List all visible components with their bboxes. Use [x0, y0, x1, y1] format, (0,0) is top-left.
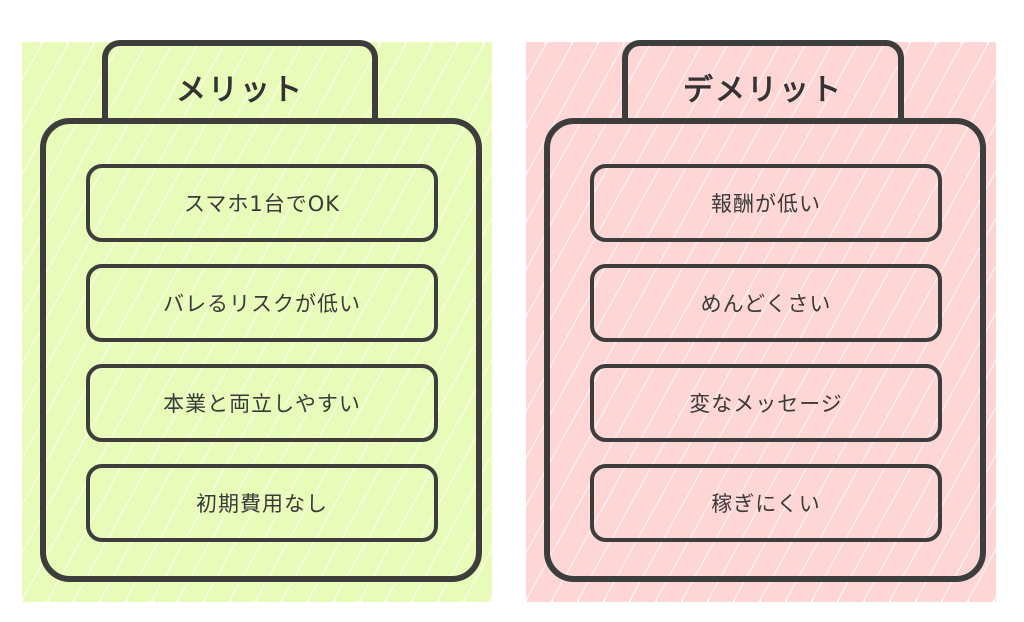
hatch-stroke	[526, 42, 805, 553]
hatch-stroke	[22, 42, 327, 600]
hatch-stroke	[761, 171, 996, 602]
demerit-item: 変なメッセージ	[590, 364, 942, 442]
merit-item: スマホ1台でOK	[86, 164, 438, 242]
merit-item-label: 初期費用なし	[196, 492, 328, 516]
hatch-stroke	[335, 313, 492, 602]
hatch-stroke	[179, 42, 492, 602]
hatch-stroke	[22, 42, 275, 505]
hatch-stroke	[631, 42, 961, 602]
hatch-stroke	[387, 408, 492, 602]
merit-panel: メリット スマホ1台でOK バレるリスクが低い 本業と両立しやすい 初期費用なし	[22, 0, 492, 622]
merit-item-label: スマホ1台でOK	[183, 192, 341, 216]
demerit-box: 報酬が低い めんどくさい 変なメッセージ 稼ぎにくい	[544, 118, 986, 582]
hatch-stroke	[917, 455, 996, 602]
demerit-item-label: 変なメッセージ	[689, 392, 843, 416]
hatch-stroke	[283, 219, 492, 602]
hatch-stroke	[309, 266, 492, 602]
merit-item-label: バレるリスクが低い	[163, 292, 361, 316]
hatch-stroke	[526, 42, 753, 458]
hatch-stroke	[23, 42, 353, 602]
hatch-stroke	[683, 42, 996, 602]
hatch-stroke	[22, 42, 223, 411]
demerit-title: デメリット	[683, 73, 843, 108]
hatch-stroke	[787, 219, 996, 602]
hatch-stroke	[526, 42, 727, 411]
hatch-stroke	[101, 42, 431, 602]
hatch-stroke	[553, 42, 883, 602]
hatch-stroke	[257, 171, 492, 602]
demerit-item: めんどくさい	[590, 264, 942, 342]
hatch-stroke	[813, 266, 996, 602]
hatch-stroke	[891, 408, 996, 602]
merit-title: メリット	[176, 73, 304, 108]
demerit-item: 稼ぎにくい	[590, 464, 942, 542]
demerit-hatch-svg	[526, 42, 996, 602]
merit-tab: メリット	[102, 40, 378, 122]
hatch-stroke	[527, 42, 857, 602]
hatch-stroke	[49, 42, 379, 602]
hatch-stroke	[526, 42, 701, 364]
hatch-stroke	[526, 42, 831, 600]
demerit-item-label: めんどくさい	[700, 292, 832, 316]
merit-item: 初期費用なし	[86, 464, 438, 542]
hatch-stroke	[526, 42, 597, 174]
demerit-tab: デメリット	[622, 40, 904, 122]
hatch-stroke	[657, 42, 987, 602]
merit-item-label: 本業と両立しやすい	[163, 392, 361, 416]
demerit-item-label: 稼ぎにくい	[711, 492, 821, 516]
merit-item: バレるリスクが低い	[86, 264, 438, 342]
hatch-stroke	[22, 42, 171, 316]
hatch-stroke	[361, 360, 492, 602]
hatch-stroke	[839, 313, 996, 602]
merit-item: 本業と両立しやすい	[86, 364, 438, 442]
demerit-hatch-background	[526, 42, 996, 602]
hatch-stroke	[22, 42, 249, 458]
merit-list: スマホ1台でOK バレるリスクが低い 本業と両立しやすい 初期費用なし	[86, 164, 438, 542]
hatch-stroke	[127, 42, 457, 602]
hatch-stroke	[22, 42, 145, 269]
hatch-stroke	[579, 42, 909, 602]
demerit-list: 報酬が低い めんどくさい 変なメッセージ 稼ぎにくい	[590, 164, 942, 542]
hatch-stroke	[526, 42, 779, 505]
hatch-stroke	[413, 455, 492, 602]
hatch-stroke	[75, 42, 405, 602]
hatch-stroke	[526, 42, 675, 316]
hatch-stroke	[22, 42, 93, 174]
demerit-item-label: 報酬が低い	[711, 192, 821, 216]
hatch-stroke	[153, 42, 483, 602]
hatch-stroke	[865, 360, 996, 602]
hatch-stroke	[22, 42, 301, 553]
demerit-panel: デメリット 報酬が低い めんどくさい 変なメッセージ 稼ぎにくい	[526, 0, 996, 622]
hatch-stroke	[526, 42, 649, 269]
hatch-stroke	[735, 124, 996, 602]
merit-box: スマホ1台でOK バレるリスクが低い 本業と両立しやすい 初期費用なし	[40, 118, 482, 582]
hatch-stroke	[22, 42, 197, 364]
hatch-stroke	[231, 124, 492, 602]
hatch-stroke	[605, 42, 935, 602]
demerit-item: 報酬が低い	[590, 164, 942, 242]
